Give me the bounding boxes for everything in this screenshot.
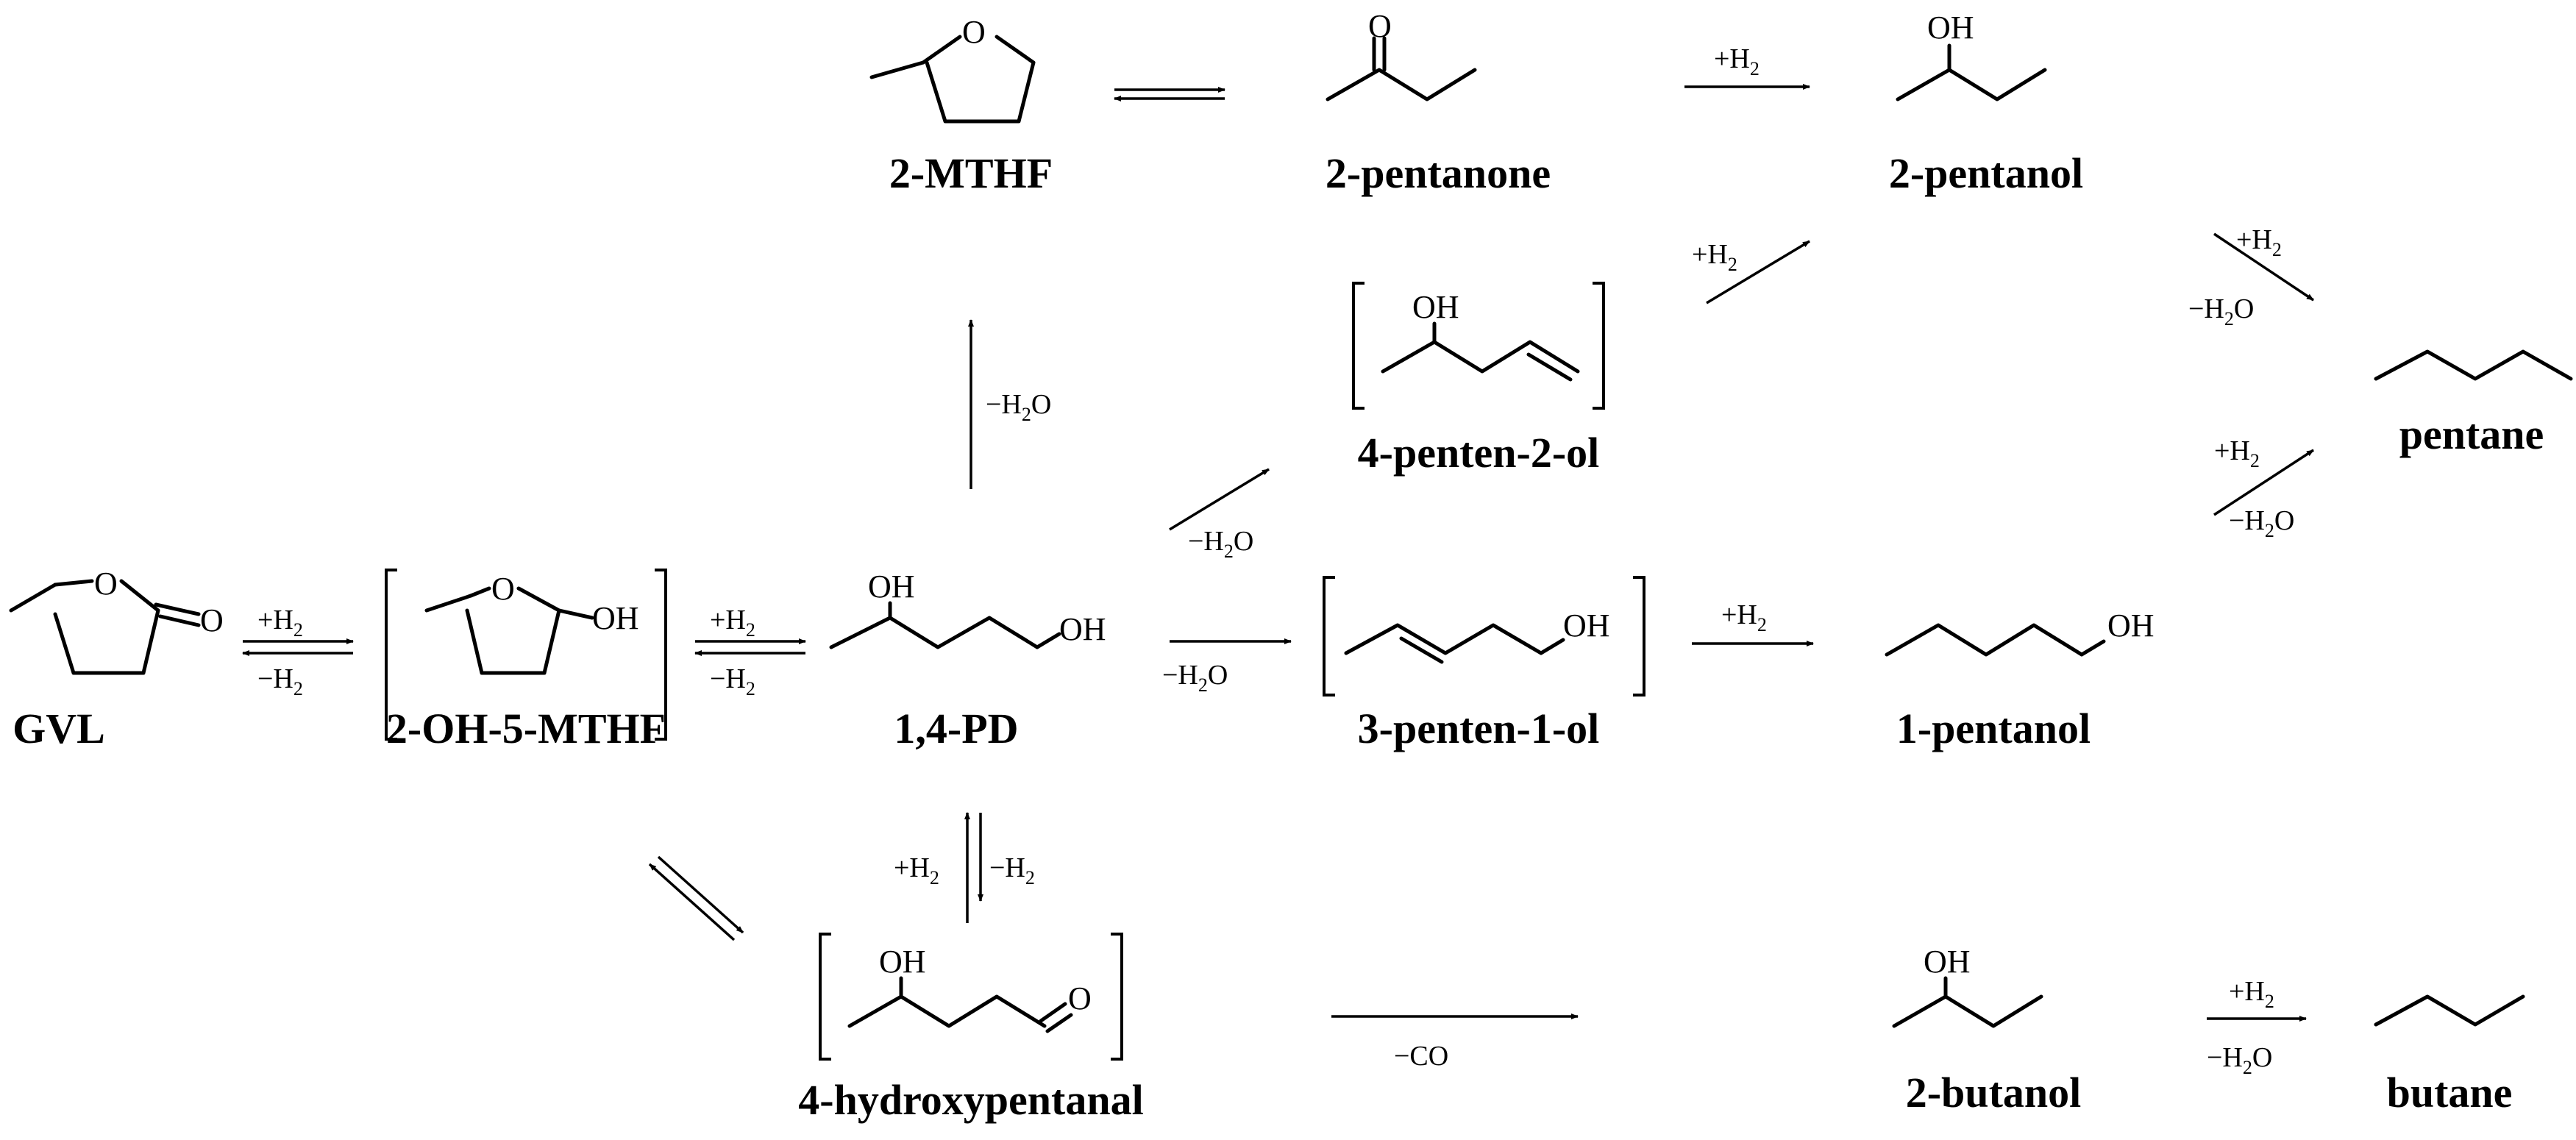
gvl-carbonyl-o: O: [200, 602, 224, 638]
condition-minus-h2: −H2: [989, 852, 1035, 888]
condition-plus-h2: +H2: [1714, 43, 1760, 79]
arrow-penten1ol-to-pentanol1: +H2: [1692, 599, 1814, 646]
gvl-label: GVL: [13, 705, 105, 752]
pentanol2-label: 2-pentanol: [1889, 149, 2083, 197]
penten1ol-structure: OH: [1323, 576, 1645, 697]
butanol2-label: 2-butanol: [1906, 1069, 2082, 1116]
oh-mthf-ring-o: O: [491, 571, 515, 607]
condition-minus-h2o: −H2O: [2207, 1042, 2272, 1078]
arrow-penten2ol-to-pentanol2: +H2: [1692, 239, 1810, 304]
arrow-pd-to-penten2ol: −H2O: [1169, 468, 1270, 562]
condition-minus-h2: −H2: [257, 663, 303, 699]
condition-minus-co: −CO: [1394, 1041, 1448, 1072]
pd14-oh-2: OH: [868, 569, 915, 605]
pentanol1-structure: OH: [1885, 608, 2155, 657]
condition-minus-h2o: −H2O: [2188, 293, 2254, 329]
arrow-pentanol2-to-pentane: +H2 −H2O: [2188, 224, 2314, 329]
oh-mthf-structure: O OH: [385, 569, 667, 741]
pentanol2-oh: OH: [1927, 10, 1974, 46]
butane-label: butane: [2387, 1069, 2513, 1116]
arrow-butanol2-to-butane: +H2 −H2O: [2207, 976, 2307, 1078]
penten2ol-label: 4-penten-2-ol: [1358, 429, 1600, 477]
oh-mthf-oh: OH: [592, 600, 639, 636]
pentanol1-label: 1-pentanol: [1896, 705, 2091, 752]
butanol2-oh: OH: [1924, 944, 1971, 980]
condition-plus-h2: +H2: [1721, 599, 1767, 635]
condition-minus-h2o: −H2O: [1188, 526, 1253, 562]
arrow-hydroxypentanal-to-butanol2: −CO: [1331, 1013, 1579, 1072]
condition-plus-h2: +H2: [2236, 224, 2282, 260]
pentanone-o: O: [1368, 8, 1392, 44]
pentanone-label: 2-pentanone: [1326, 149, 1551, 197]
condition-plus-h2: +H2: [1692, 239, 1737, 275]
equilibrium-arrow-mthf-hydroxypentanal: [648, 855, 744, 941]
equilibrium-arrow-pd-hydroxypentanal: +H2 −H2: [894, 812, 1035, 923]
hydroxypentanal-oh: OH: [879, 944, 926, 980]
pentanone-structure: O: [1326, 8, 1477, 101]
pd14-oh-1: OH: [1059, 611, 1106, 647]
butanol2-structure: OH: [1892, 944, 2043, 1028]
equilibrium-arrow-oh-mthf: +H2 −H2: [694, 605, 806, 699]
condition-plus-h2: +H2: [2214, 435, 2260, 471]
mthf-ring-o: O: [962, 14, 986, 50]
butane-structure: [2374, 994, 2525, 1027]
oh-mthf-label: 2-OH-5-MTHF: [386, 705, 666, 752]
pentanol1-oh: OH: [2107, 608, 2155, 644]
equilibrium-arrow-gvl: +H2 −H2: [242, 605, 354, 699]
arrow-pd-to-penten1ol: −H2O: [1162, 638, 1292, 696]
pentane-label: pentane: [2399, 410, 2544, 458]
condition-plus-h2: +H2: [257, 605, 303, 641]
gvl-structure: O O: [9, 566, 224, 675]
penten2ol-oh: OH: [1412, 289, 1459, 325]
mthf-label: 2-MTHF: [889, 149, 1053, 197]
condition-plus-h2: +H2: [2229, 976, 2274, 1012]
gvl-ring-o: O: [94, 566, 118, 602]
mthf-structure: O: [869, 14, 1036, 124]
hydroxypentanal-structure: OH O: [819, 933, 1123, 1061]
hydroxypentanal-o: O: [1068, 980, 1092, 1016]
condition-minus-h2: −H2: [710, 663, 755, 699]
condition-plus-h2: +H2: [894, 852, 939, 888]
pd14-label: 1,4-PD: [894, 705, 1018, 752]
condition-plus-h2: +H2: [710, 605, 755, 641]
penten1ol-oh: OH: [1563, 608, 1610, 644]
pd14-structure: OH OH: [829, 569, 1106, 649]
condition-minus-h2o: −H2O: [986, 389, 1051, 425]
condition-minus-h2o: −H2O: [2229, 505, 2294, 541]
pentanol2-structure: OH: [1896, 10, 2047, 101]
arrow-pentanone-to-pentanol2: +H2: [1684, 43, 1810, 90]
penten2ol-structure: OH: [1352, 282, 1605, 410]
arrow-pd-to-mthf: −H2O: [968, 319, 1051, 489]
penten1ol-label: 3-penten-1-ol: [1358, 705, 1600, 752]
arrow-pentanol1-to-pentane: +H2 −H2O: [2213, 435, 2314, 541]
hydroxypentanal-label: 4-hydroxypentanal: [798, 1076, 1143, 1124]
condition-minus-h2o: −H2O: [1162, 660, 1228, 696]
equilibrium-arrow-mthf-pentanone: [1114, 87, 1225, 101]
pentane-structure: [2374, 349, 2573, 381]
